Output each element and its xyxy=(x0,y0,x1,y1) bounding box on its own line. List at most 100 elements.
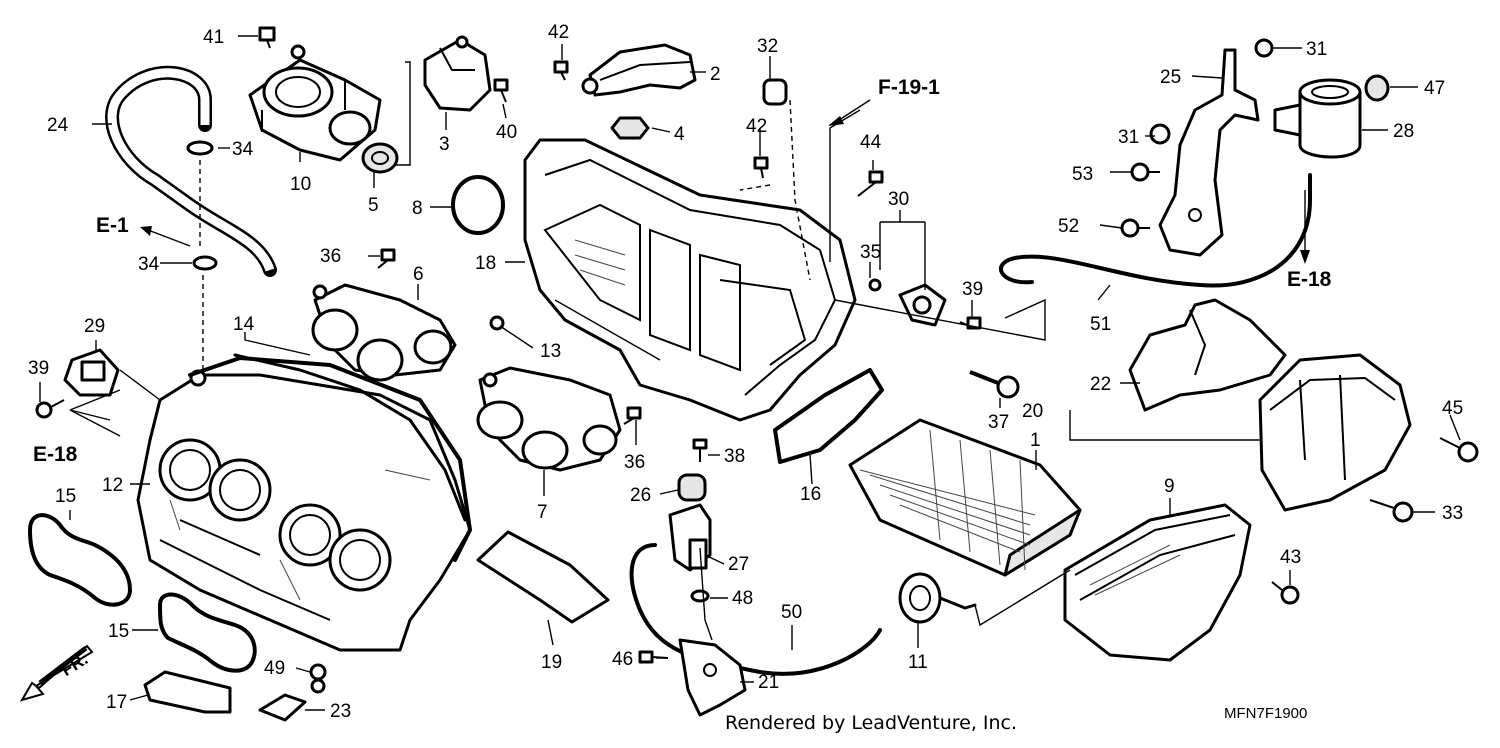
part-53-bolt xyxy=(1130,162,1160,182)
ref-e-1: E-1 xyxy=(96,214,129,237)
callout-15: 15 xyxy=(55,486,76,507)
part-4-grommet xyxy=(610,116,650,140)
part-3-cover xyxy=(423,35,492,112)
callout-38: 38 xyxy=(724,446,745,467)
callout-34: 34 xyxy=(232,139,254,160)
callout-36: 36 xyxy=(624,452,645,473)
callout-8: 8 xyxy=(412,198,423,219)
callout-34: 34 xyxy=(138,254,160,275)
callout-42: 42 xyxy=(548,22,569,43)
part-40-screw xyxy=(493,78,509,103)
callout-36: 36 xyxy=(320,246,341,267)
callout-31: 31 xyxy=(1306,39,1327,60)
part-47-cap xyxy=(1364,74,1390,102)
part-27-valve xyxy=(668,503,712,572)
part-10-joint xyxy=(248,44,382,162)
callout-2: 2 xyxy=(710,64,721,85)
callout-12: 12 xyxy=(102,475,123,496)
callout-11: 11 xyxy=(908,652,928,673)
part-41-bolt xyxy=(258,26,276,49)
part-39-screw-left xyxy=(35,399,65,419)
callout-labels: 41 24 34 10 5 3 40 42 2 4 32 42 8 18 44 … xyxy=(28,22,1463,722)
part-46-bolt xyxy=(638,650,669,664)
part-24-breather-hose xyxy=(105,65,277,277)
reference-arrows xyxy=(69,99,1310,421)
part-51-tube xyxy=(998,173,1312,288)
part-1-air-filter xyxy=(848,418,1082,577)
part-45-bolt xyxy=(1439,437,1479,463)
ref-e-18-left: E-18 xyxy=(33,443,78,466)
callout-40: 40 xyxy=(496,122,517,143)
part-33-bolt xyxy=(1369,499,1414,523)
part-35-o-ring xyxy=(868,278,882,292)
callout-15: 15 xyxy=(108,621,129,642)
callout-44: 44 xyxy=(860,132,882,153)
part-37-bolt xyxy=(969,370,1020,399)
part-2-snorkel xyxy=(581,43,697,97)
callout-51: 51 xyxy=(1090,314,1111,335)
callout-35: 35 xyxy=(860,242,881,263)
part-17-pad xyxy=(143,670,232,714)
part-43-screw xyxy=(1271,581,1300,605)
part-48-washer xyxy=(690,589,710,603)
part-22-cover-inner xyxy=(1128,298,1287,412)
callout-5: 5 xyxy=(368,195,379,216)
callout-39: 39 xyxy=(962,279,983,300)
callout-10: 10 xyxy=(290,174,311,195)
callout-48: 48 xyxy=(732,588,753,609)
callout-19: 19 xyxy=(541,652,562,673)
callout-4: 4 xyxy=(674,124,685,145)
part-31-nut xyxy=(1149,38,1274,145)
callout-16: 16 xyxy=(800,484,821,505)
callout-37: 37 xyxy=(988,412,1009,433)
part-21-bracket xyxy=(678,638,747,717)
callout-53: 53 xyxy=(1072,164,1093,185)
part-44-screw xyxy=(857,170,884,197)
callout-24: 24 xyxy=(47,115,69,136)
part-20-side-cover xyxy=(1258,353,1412,512)
callout-50: 50 xyxy=(781,602,802,623)
callout-18: 18 xyxy=(475,253,496,274)
callout-39: 39 xyxy=(28,358,49,379)
part-49-band xyxy=(309,663,327,694)
part-12-air-cleaner-case xyxy=(136,353,472,652)
part-28-canister xyxy=(1273,78,1362,159)
part-5-grommet xyxy=(361,142,399,174)
part-8-o-ring xyxy=(451,175,505,235)
callout-17: 17 xyxy=(106,692,127,713)
callout-47: 47 xyxy=(1424,78,1445,99)
part-32-collar xyxy=(762,78,788,106)
callout-43: 43 xyxy=(1280,547,1301,568)
callout-49: 49 xyxy=(264,658,285,679)
part-6-funnel xyxy=(311,283,457,382)
callout-33: 33 xyxy=(1442,503,1463,524)
ref-f-19-1: F-19-1 xyxy=(878,76,940,99)
callout-13: 13 xyxy=(540,341,561,362)
callout-52: 52 xyxy=(1058,216,1079,237)
callout-20: 20 xyxy=(1022,401,1043,422)
part-16-seal xyxy=(773,368,884,464)
callout-23: 23 xyxy=(330,701,351,722)
part-25-bracket xyxy=(1158,48,1260,257)
part-11-valve xyxy=(898,572,977,624)
callout-6: 6 xyxy=(413,264,424,285)
callout-9: 9 xyxy=(1164,476,1175,497)
callout-29: 29 xyxy=(84,316,105,337)
callout-42: 42 xyxy=(746,116,767,137)
figure-code: MFN7F1900 xyxy=(1224,705,1307,722)
callout-28: 28 xyxy=(1393,121,1414,142)
callout-41: 41 xyxy=(203,27,224,48)
part-36-bolt xyxy=(377,248,642,425)
part-34-clip xyxy=(186,140,218,271)
callout-32: 32 xyxy=(757,36,778,57)
part-19-pad xyxy=(476,530,610,624)
part-29-sensor xyxy=(63,348,120,397)
part-26-cap xyxy=(677,473,707,502)
ref-e-18-right: E-18 xyxy=(1287,268,1332,291)
callout-31: 31 xyxy=(1118,127,1139,148)
callout-21: 21 xyxy=(758,672,779,693)
callout-7: 7 xyxy=(537,502,548,523)
front-direction-arrow-icon xyxy=(19,644,94,702)
part-52-bolt xyxy=(1120,218,1150,238)
